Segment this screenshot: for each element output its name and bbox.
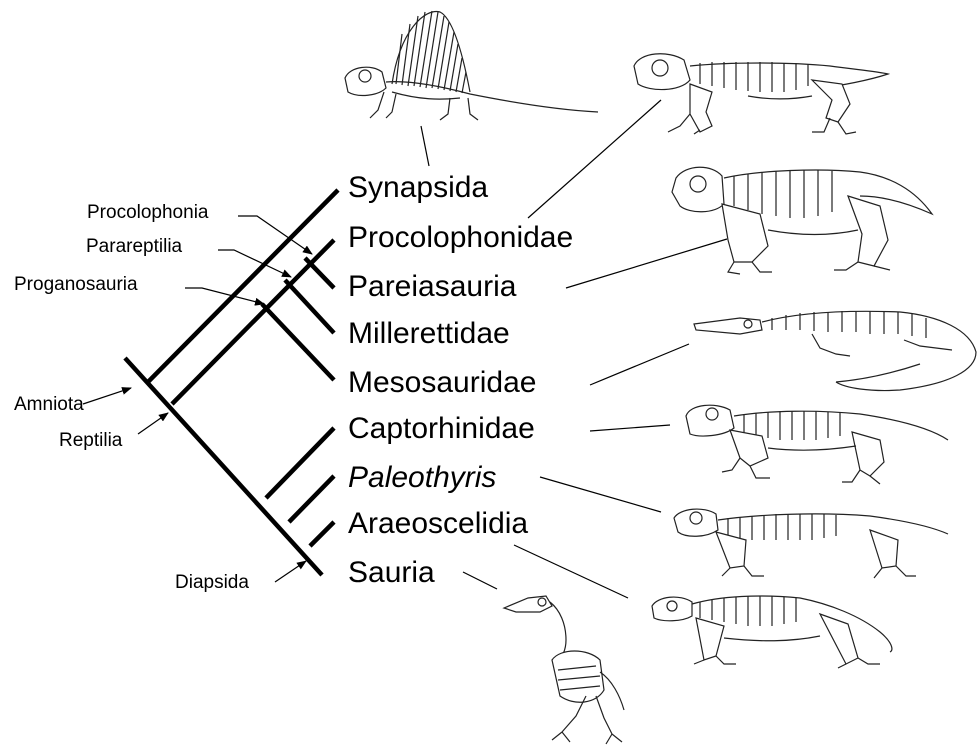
node-label-procolophonia: Procolophonia (87, 202, 209, 223)
branch-pareiasauria (305, 258, 334, 288)
node-label-amniota: Amniota (14, 394, 84, 415)
node-label-parareptilia: Parareptilia (86, 236, 183, 257)
procolophonid-skeleton (634, 54, 888, 134)
node-label-diapsida: Diapsida (175, 572, 249, 593)
taxon-millerettidae: Millerettidae (348, 317, 510, 350)
dimetrodon-skeleton (345, 11, 598, 120)
taxon-sauria: Sauria (348, 556, 435, 589)
branch-mesosauridae (262, 304, 334, 380)
arrow-reptilia (138, 413, 168, 434)
leader-procolophonidae (528, 100, 661, 218)
node-label-proganosauria: Proganosauria (14, 274, 138, 295)
arrow-diapsida (275, 561, 306, 582)
paleothyris-skeleton (674, 509, 948, 578)
taxon-paleothyris: Paleothyris (348, 461, 496, 494)
node-label-reptilia: Reptilia (59, 430, 123, 451)
arrow-amniota (83, 388, 131, 404)
stem-branch (125, 358, 322, 575)
taxon-pareiasauria: Pareiasauria (348, 270, 517, 303)
leader-pareiasauria (566, 239, 727, 288)
pareiasaur-skeleton (672, 167, 932, 274)
leader-araeoscelidia (514, 545, 628, 598)
arrow-procolophonia (238, 216, 312, 254)
araeoscelid-skeleton (652, 596, 892, 668)
leader-paleothyris (540, 477, 661, 512)
taxon-procolophonidae: Procolophonidae (348, 221, 573, 254)
taxon-synapsida: Synapsida (348, 171, 488, 204)
mesosaur-skeleton (694, 311, 976, 391)
leader-sauria (463, 572, 497, 589)
branch-millerettidae (285, 280, 334, 333)
branch-paleothyris (289, 476, 334, 522)
taxon-captorhinidae: Captorhinidae (348, 412, 535, 445)
bird-skeleton (504, 596, 624, 744)
leader-mesosauridae (590, 344, 689, 385)
captorhinid-skeleton (686, 405, 948, 484)
taxon-araeoscelidia: Araeoscelidia (348, 507, 528, 540)
taxon-labels: Synapsida Procolophonidae Pareiasauria M… (348, 171, 573, 589)
leader-synapsida (421, 126, 429, 166)
taxon-mesosauridae: Mesosauridae (348, 366, 536, 399)
branch-araeoscelidia (310, 522, 334, 546)
leader-captorhinidae (590, 425, 670, 431)
